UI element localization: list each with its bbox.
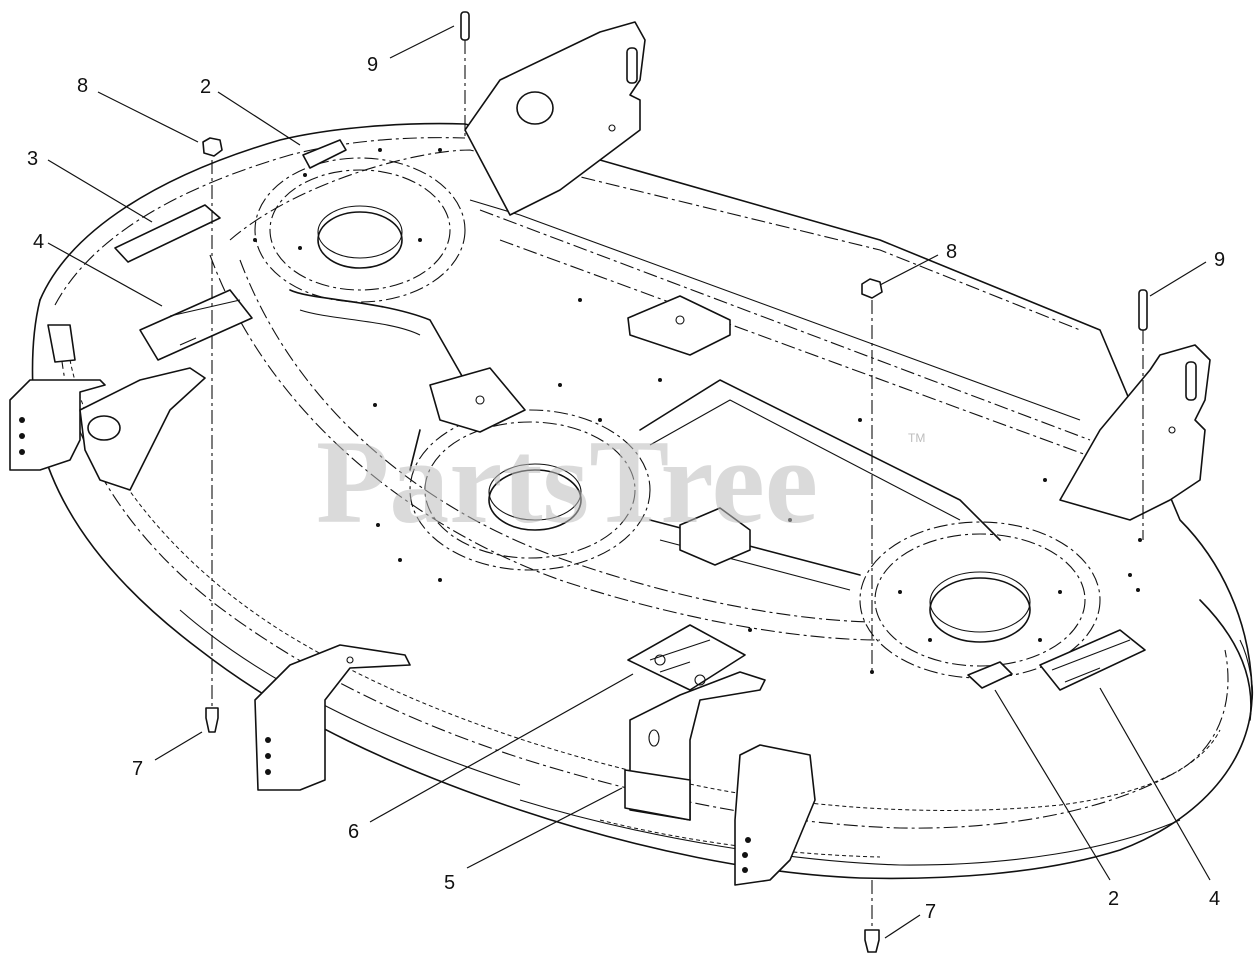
callout-7-bottom: 7 <box>925 901 936 923</box>
callout-4-right: 4 <box>1209 888 1220 910</box>
front-brackets <box>254 644 816 886</box>
callout-2-top: 2 <box>200 76 211 98</box>
decal-item-4-right <box>1039 629 1146 691</box>
callout-9-top: 9 <box>367 54 378 76</box>
nut-item-8-left <box>202 137 223 157</box>
callout-9-right: 9 <box>1214 249 1225 271</box>
callout-2-bottom: 2 <box>1108 888 1119 910</box>
watermark-text: PartsTree <box>316 415 818 548</box>
deck-holes <box>208 138 1142 642</box>
decal-item-2-top <box>302 139 347 169</box>
callout-labels: 9 8 2 3 4 8 9 7 6 5 2 4 7 <box>27 54 1225 923</box>
hardware <box>202 11 1148 953</box>
decal-item-2-bottom <box>967 661 1013 689</box>
belt-brackets <box>429 295 751 566</box>
callout-7-left: 7 <box>132 758 143 780</box>
deck-shell <box>31 122 1254 880</box>
decal-item-3 <box>114 204 221 263</box>
callout-8-left: 8 <box>77 75 88 97</box>
left-side-bracket <box>9 324 206 491</box>
callout-8-right: 8 <box>946 241 957 263</box>
watermark-trademark: TM <box>908 431 925 445</box>
watermark: PartsTree TM <box>316 415 925 548</box>
callout-5: 5 <box>444 872 455 894</box>
rear-brackets <box>464 21 1211 521</box>
bolt-item-7-left <box>205 707 219 733</box>
decal-item-4-left <box>139 289 253 361</box>
callout-3: 3 <box>27 148 38 170</box>
pin-item-9-right <box>1138 289 1148 331</box>
deck-top-surface <box>209 149 1101 679</box>
bolt-item-7-bottom <box>864 929 880 953</box>
decals <box>114 139 1146 691</box>
decal-item-6 <box>627 624 746 691</box>
nut-item-8-right <box>861 278 883 299</box>
pin-item-9-top <box>460 11 470 41</box>
callout-6: 6 <box>348 821 359 843</box>
callout-leaders <box>47 25 1211 939</box>
callout-4-left: 4 <box>33 231 44 253</box>
